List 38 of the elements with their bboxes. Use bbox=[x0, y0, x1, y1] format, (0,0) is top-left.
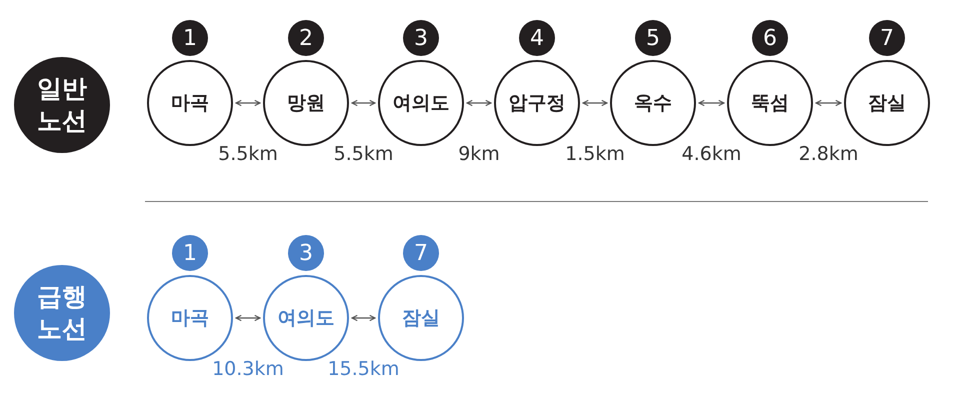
double-arrow bbox=[235, 314, 261, 322]
number-badge: 1 bbox=[172, 235, 208, 271]
station-circle: 망원 bbox=[263, 60, 349, 146]
station-circle: 뚝섬 bbox=[727, 60, 813, 146]
edge-label: 15.5km bbox=[328, 358, 400, 380]
edge-label: 1.5km bbox=[565, 143, 625, 165]
edge-label: 5.5km bbox=[218, 143, 278, 165]
edge-label: 10.3km bbox=[212, 358, 284, 380]
edge-label: 4.6km bbox=[682, 143, 742, 165]
number-badge: 5 bbox=[635, 20, 671, 56]
number-badge: 2 bbox=[288, 20, 324, 56]
station-circle: 마곡 bbox=[147, 275, 233, 361]
number-badge: 6 bbox=[752, 20, 788, 56]
station-circle: 마곡 bbox=[147, 60, 233, 146]
number-badge: 1 bbox=[172, 20, 208, 56]
double-arrow bbox=[698, 100, 725, 106]
double-arrow bbox=[582, 100, 608, 106]
station-circle: 여의도 bbox=[263, 275, 349, 361]
station-circle: 여의도 bbox=[378, 60, 464, 146]
route-circle: 일반 노선 bbox=[14, 57, 110, 153]
edge-label: 9km bbox=[458, 143, 500, 165]
station-circle: 잠실 bbox=[378, 275, 464, 361]
double-arrow bbox=[351, 100, 376, 106]
edge-label: 5.5km bbox=[334, 143, 394, 165]
route-circle: 급행 노선 bbox=[14, 265, 110, 361]
edge-label: 2.8km bbox=[798, 143, 858, 165]
number-badge: 3 bbox=[403, 20, 439, 56]
double-arrow bbox=[351, 314, 376, 322]
double-arrow bbox=[235, 100, 261, 106]
station-circle: 잠실 bbox=[844, 60, 930, 146]
number-badge: 3 bbox=[288, 235, 324, 271]
number-badge: 7 bbox=[869, 20, 905, 56]
double-arrow bbox=[815, 100, 842, 106]
station-circle: 옥수 bbox=[610, 60, 696, 146]
number-badge: 4 bbox=[519, 20, 555, 56]
station-circle: 압구정 bbox=[494, 60, 580, 146]
double-arrow bbox=[466, 100, 492, 106]
number-badge: 7 bbox=[403, 235, 439, 271]
